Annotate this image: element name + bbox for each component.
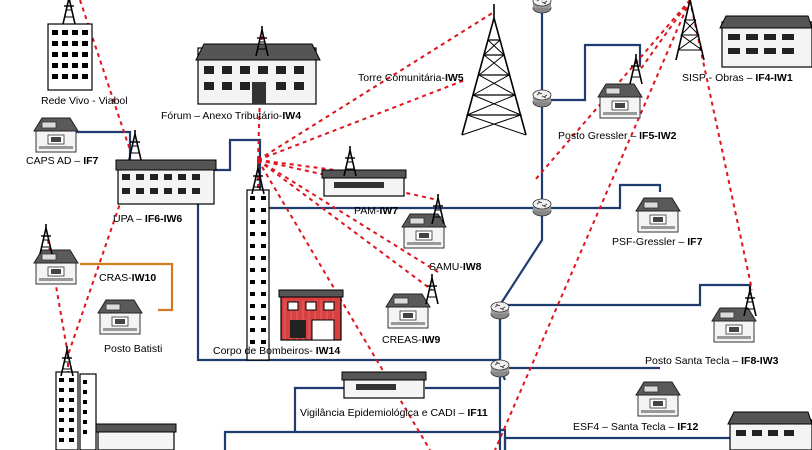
label-sisp: SISP - Obras – IF4-IW1 [682, 72, 793, 84]
label-santa-tecla: Posto Santa Tecla – IF8-IW3 [645, 355, 779, 367]
caps-house-icon [33, 117, 79, 153]
posto-gressler-house-icon [597, 83, 643, 119]
label-psf-gressler: PSF-Gressler – IF7 [612, 236, 703, 248]
esf4-house-icon [635, 381, 681, 417]
copper-link [80, 262, 174, 312]
sisp-lattice-tower-icon [675, 0, 705, 61]
cras-house-icon [33, 249, 79, 285]
router-icon [490, 301, 510, 320]
vigilancia-building-icon [341, 371, 427, 399]
creas-house-icon [385, 293, 431, 329]
label-samu: SAMU-IW8 [429, 261, 482, 273]
santa-tecla-house-icon [711, 307, 757, 343]
rede-vivo-building-icon [47, 0, 93, 91]
label-vigilancia: Vigilância Epidemiológica e CADI – IF11 [300, 407, 488, 419]
router-icon [532, 0, 552, 14]
label-rede-vivo: Rede Vivo - Viabol [41, 95, 128, 107]
label-cras: CRAS-IW10 [99, 272, 157, 284]
router-icon [532, 89, 552, 108]
left-tall-buildings-icon [55, 345, 97, 450]
fire-station-icon [278, 289, 344, 341]
router-icon [532, 198, 552, 217]
bottom-left-building-icon [95, 423, 177, 450]
label-esf4: ESF4 – Santa Tecla – IF12 [573, 421, 699, 433]
forum-building-icon [195, 25, 321, 105]
label-forum: Fórum – Anexo Tributário-IW4 [161, 110, 302, 122]
label-upa: UPA – IF6-IW6 [113, 213, 183, 225]
router-icon [490, 359, 510, 378]
label-pam: PAM-IW7 [354, 205, 399, 217]
esf4-building-icon [727, 411, 812, 450]
label-posto-batisti: Posto Batisti [104, 343, 163, 355]
psf-gressler-house-icon [635, 197, 681, 233]
sisp-building-icon [719, 15, 812, 68]
torre-comunitaria-lattice-tower-icon [461, 4, 527, 136]
label-posto-gressler: Posto Gressler – IF5-IW2 [558, 130, 677, 142]
label-torre-comunitaria: Torre Comunitária-IW5 [358, 72, 464, 84]
label-creas: CREAS-IW9 [382, 334, 441, 346]
posto-batisti-house-icon [97, 299, 143, 335]
label-bombeiros: Corpo de Bombeiros- IW14 [213, 345, 341, 357]
pam-building-icon [321, 145, 407, 197]
upa-building-icon [115, 129, 217, 205]
samu-house-icon [401, 213, 447, 249]
label-caps: CAPS AD – IF7 [26, 155, 99, 167]
bombeiros-tower-icon [246, 163, 270, 361]
